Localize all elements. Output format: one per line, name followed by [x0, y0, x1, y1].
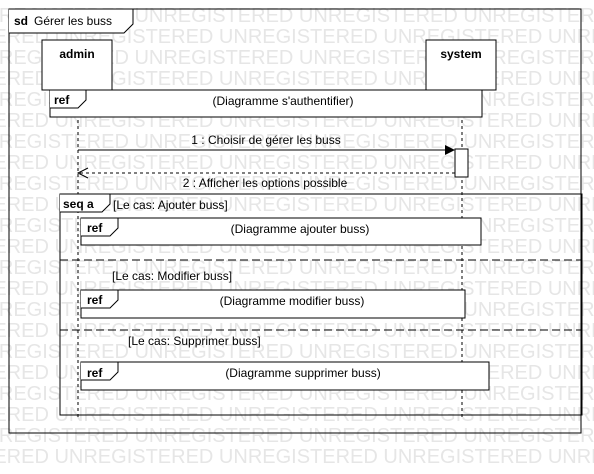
ref-ajouter-tab: [81, 217, 119, 237]
watermark-text: UNREGISTERED UNREGISTERED UNREGISTERED U…: [0, 320, 594, 342]
watermark-text: UNREGISTERED UNREGISTERED UNREGISTERED U…: [0, 341, 594, 363]
admin-lifeline-head: [41, 39, 113, 91]
watermark-text: UNREGISTERED UNREGISTERED UNREGISTERED U…: [0, 257, 594, 279]
frame-tab: [9, 8, 134, 34]
admin-lifeline-label: admin: [59, 47, 94, 61]
ref-authentifier-tab: [50, 89, 87, 109]
fragment-guard-1: [Le cas: Ajouter buss]: [113, 198, 228, 212]
ref-supprimer-tab: [81, 361, 119, 381]
ref-authentifier: [49, 89, 483, 118]
message-1-label: 1 : Choisir de gérer les buss: [191, 133, 340, 147]
frame-title: Gérer les buss: [34, 14, 112, 28]
ref-supprimer-keyword: ref: [87, 366, 103, 380]
watermark-text: UNREGISTERED UNREGISTERED UNREGISTERED U…: [0, 446, 594, 468]
message-2-arrowhead: [76, 167, 89, 179]
system-lifeline-label: system: [440, 47, 481, 61]
frame-border: [8, 8, 582, 434]
fragment-seq-keyword: seq a: [63, 197, 94, 211]
ref-supprimer-text: (Diagramme supprimer buss): [225, 366, 380, 380]
ref-modifier-text: (Diagramme modifier buss): [220, 294, 365, 308]
fragment-guard-2: [Le cas: Modifier buss]: [112, 269, 232, 283]
ref-ajouter-text: (Diagramme ajouter buss): [231, 222, 370, 236]
ref-ajouter-keyword: ref: [87, 221, 103, 235]
ref-authentifier-keyword: ref: [54, 93, 70, 107]
message-2-label: 2 : Afficher les options possible: [183, 176, 348, 190]
watermark-text: UNREGISTERED UNREGISTERED UNREGISTERED U…: [0, 173, 594, 195]
fragment-seq-tab: [60, 193, 111, 213]
ref-modifier-keyword: ref: [87, 293, 103, 307]
fragment-seq: [59, 193, 583, 416]
system-activation: [454, 148, 469, 178]
ref-authentifier-text: (Diagramme s'authentifier): [212, 94, 353, 108]
ref-modifier: [80, 289, 466, 319]
message-1-arrowhead: [445, 145, 455, 155]
watermark-text: UNREGISTERED UNREGISTERED UNREGISTERED U…: [0, 152, 594, 174]
watermark-text: UNREGISTERED UNREGISTERED UNREGISTERED U…: [0, 5, 594, 27]
watermark-text: UNREGISTERED UNREGISTERED UNREGISTERED U…: [0, 194, 594, 216]
ref-modifier-tab: [81, 289, 119, 309]
frame-keyword: sd: [14, 14, 28, 28]
watermark-text: UNREGISTERED UNREGISTERED UNREGISTERED U…: [0, 425, 594, 447]
fragment-guard-3: [Le cas: Supprimer buss]: [128, 334, 261, 348]
